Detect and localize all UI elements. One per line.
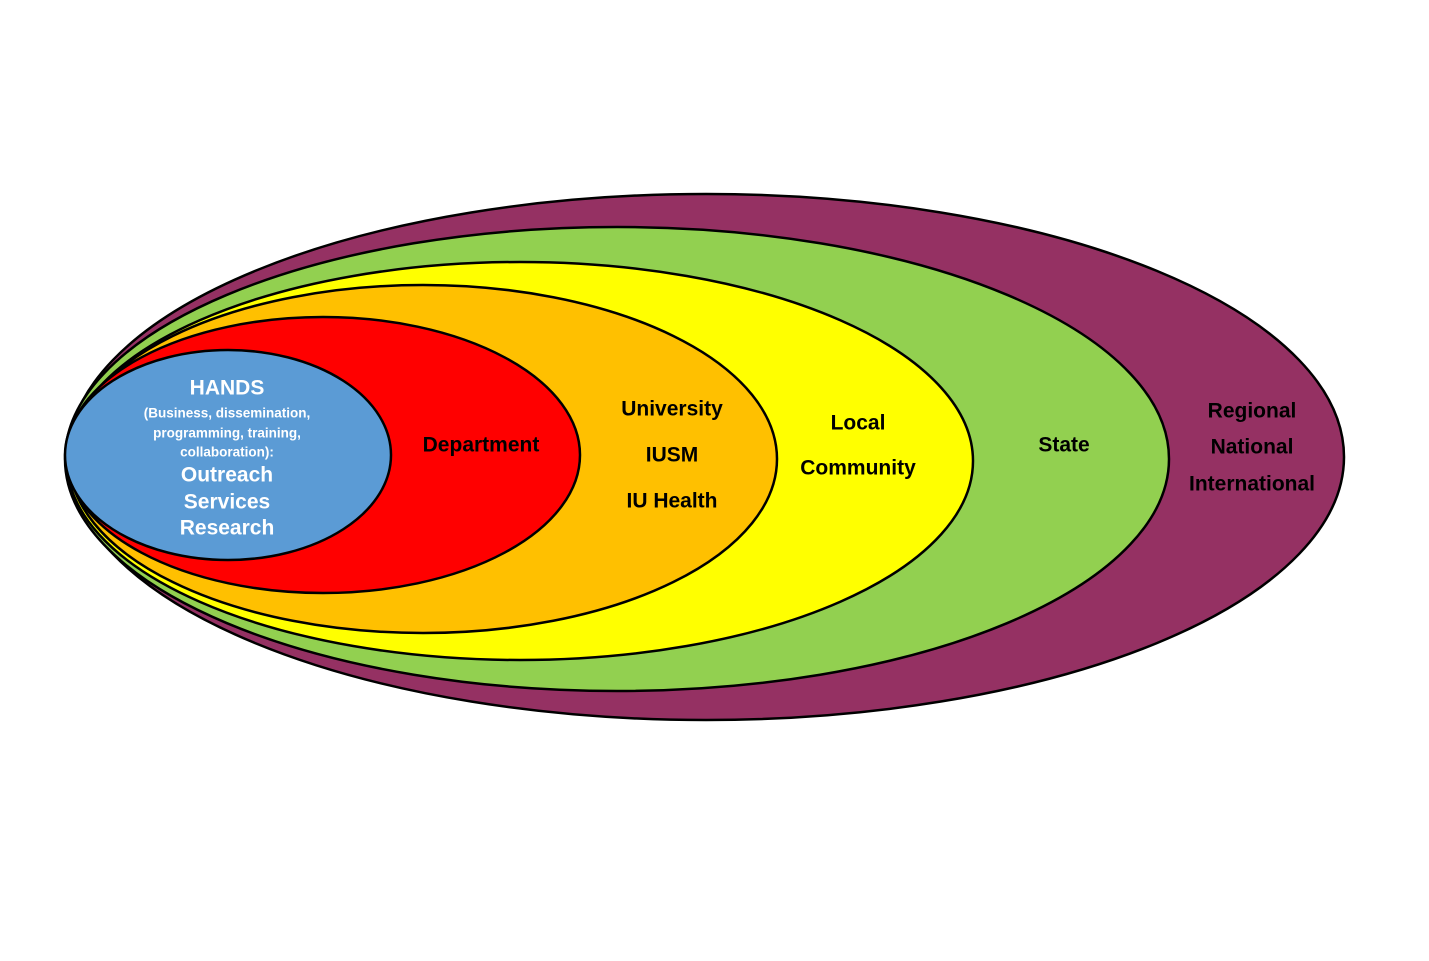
state-label: State — [1038, 434, 1089, 457]
iusm-label: IUSM — [646, 444, 699, 467]
hands-subtitle-line-2: programming, training, — [153, 426, 301, 441]
iu-health-label: IU Health — [626, 490, 717, 513]
community-label: Community — [800, 457, 916, 480]
international-label: International — [1189, 473, 1315, 496]
hands-outreach-label: Outreach — [181, 464, 273, 487]
national-label: National — [1211, 436, 1294, 459]
hands-subtitle-line-1: (Business, dissemination, — [144, 406, 311, 421]
hands-title: HANDS — [190, 377, 265, 400]
hands-services-label: Services — [184, 491, 270, 514]
university-label: University — [621, 398, 723, 421]
local-label: Local — [831, 412, 886, 435]
hands-subtitle-line-3: collaboration): — [180, 445, 274, 460]
department-label: Department — [423, 434, 540, 457]
hands-research-label: Research — [180, 517, 275, 540]
regional-label: Regional — [1208, 400, 1297, 423]
hands-ring — [63, 348, 393, 562]
